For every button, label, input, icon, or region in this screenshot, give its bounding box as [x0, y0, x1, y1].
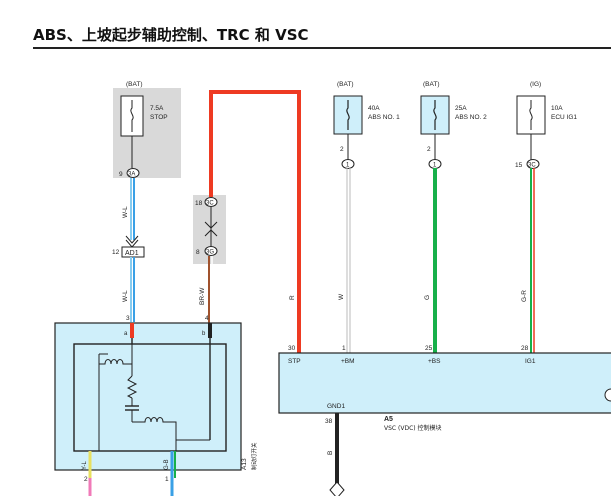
connector-3g-label: 3G	[206, 250, 214, 256]
wire-label-r: R	[289, 295, 296, 300]
wire-r-stp	[209, 90, 301, 353]
coil-icon	[99, 359, 132, 365]
fuse-ig1-name: ECU IG1	[551, 114, 577, 121]
fuse-abs2-pin: 2	[427, 146, 431, 153]
ecu-edge-connector-icon	[604, 388, 611, 402]
fuse-ig1-source: (IG)	[530, 81, 541, 88]
ecu-module	[278, 352, 611, 414]
connector-3g-pin: 8	[196, 249, 200, 256]
wire-label-brw: BR-W	[199, 287, 206, 305]
wire-label-gr: G-R	[521, 290, 528, 302]
left-module-code: A13	[241, 458, 248, 470]
ecu-code: A5	[384, 416, 393, 423]
ecu-gnd-pin: 38	[325, 418, 333, 425]
stop-light-switch-module	[54, 322, 242, 471]
wire-label-yl: Y-L	[82, 461, 88, 470]
fuse-ig1-rating: 10A	[551, 105, 563, 112]
connector-ad1-pin: 12	[112, 249, 120, 256]
connector-abs1-label: 1	[346, 163, 350, 169]
connector-abs1	[341, 159, 355, 169]
connector-ig1-label: 3C	[528, 163, 536, 169]
coil2-icon	[132, 417, 177, 451]
fuse-icon	[529, 100, 533, 130]
fuse-stop-source: (BAT)	[126, 81, 143, 88]
resistor-icon	[126, 375, 138, 399]
title-underline	[33, 47, 611, 49]
connector-ig1	[526, 159, 540, 169]
ecu-pin-1-num: 1	[342, 345, 346, 352]
switch-inner-frame	[73, 343, 227, 452]
wire-label-wl-lower: W-L	[122, 290, 129, 302]
ecu-gnd-name: GND1	[327, 403, 345, 410]
fuse-abs2: (BAT) 25A ABS NO. 2 2 1	[420, 81, 487, 169]
ecu-pin-stp: STP	[288, 358, 301, 365]
module-term-b: b	[202, 331, 206, 337]
fuse-stop-name: STOP	[150, 114, 168, 121]
fuse-abs1: (BAT) 40A ABS NO. 1 2 1	[333, 81, 400, 169]
left-module-pin1: 1	[165, 476, 169, 483]
ecu-pin-30-num: 30	[288, 345, 296, 352]
ecu-pin-bm: +BM	[341, 358, 355, 365]
fuse-abs2-name: ABS NO. 2	[455, 114, 487, 121]
ground-icon	[329, 481, 345, 496]
ecu-label: VSC (VDC) 控制模块	[384, 424, 442, 432]
module-term-a: a	[124, 331, 128, 337]
fuse-abs2-source: (BAT)	[423, 81, 440, 88]
ecu-pin-ig1: IG1	[525, 358, 536, 365]
fuse-abs1-name: ABS NO. 1	[368, 114, 400, 121]
fuse-abs2-rating: 25A	[455, 105, 467, 112]
fuse-abs1-rating: 40A	[368, 105, 380, 112]
connector-3c-label: 3C	[206, 201, 214, 207]
left-module-pin4: 4	[205, 315, 209, 322]
ecu-pin-28-num: 28	[521, 345, 529, 352]
fuse-icon	[433, 100, 437, 130]
wire-label-gb: G-B	[164, 459, 170, 470]
connector-3a	[126, 168, 140, 178]
wire-label-wl-upper: W-L	[122, 206, 129, 218]
wire-label-g: G	[424, 295, 431, 300]
wire-label-b: B	[327, 451, 334, 455]
fuse-stop-rating: 7.5A	[150, 105, 164, 112]
fuse-abs1-pin: 2	[340, 146, 344, 153]
fuse-icon	[346, 100, 350, 130]
page-title: ABS、上坡起步辅助控制、TRC 和 VSC	[33, 26, 309, 44]
fuse-ecu-ig1: (IG) 10A ECU IG1 15 3C	[515, 81, 577, 169]
left-module-pin3: 3	[126, 315, 130, 322]
fuse-stop-pin: 9	[119, 171, 123, 178]
connector-ad1-label: AD1	[125, 250, 139, 257]
fuse-abs1-source: (BAT)	[337, 81, 354, 88]
left-module-pin2: 2	[84, 476, 88, 483]
left-module-label: 制动灯开关	[250, 442, 258, 470]
ecu-pin-bs: +BS	[428, 358, 441, 365]
connector-abs2-label: 1	[433, 163, 437, 169]
connector-3a-label: 3A	[128, 172, 135, 178]
fuse-stop: (BAT) 7.5A STOP 9 3A	[113, 81, 181, 178]
ecu-pin-25-num: 25	[425, 345, 433, 352]
fuse-ig1-pin: 15	[515, 162, 523, 169]
connector-3c-pin: 18	[195, 200, 203, 207]
wire-label-w: W	[338, 293, 345, 300]
connector-ad1-arrow	[125, 235, 139, 244]
fuse-icon	[130, 100, 134, 132]
